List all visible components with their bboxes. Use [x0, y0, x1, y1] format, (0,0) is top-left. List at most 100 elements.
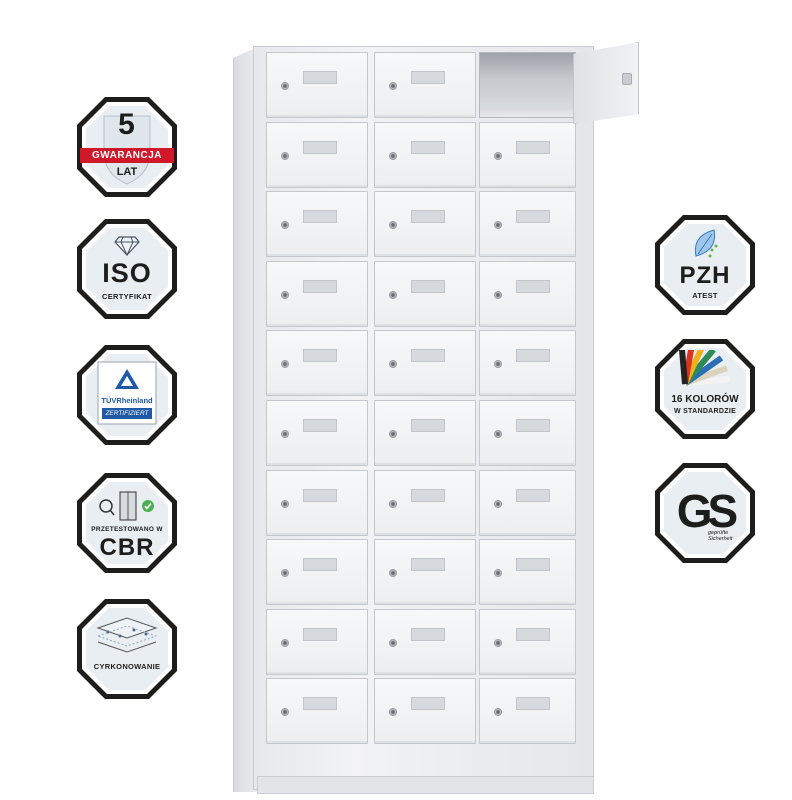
- locker-door[interactable]: [479, 539, 576, 606]
- locker-door[interactable]: [266, 539, 368, 606]
- keyhole-icon: [281, 499, 289, 508]
- colors-badge: 16 KOLORÓW W STANDARDZIE: [652, 336, 758, 442]
- tuv-triangle-icon: [115, 369, 139, 389]
- tuv-brand: TÜVRheinland: [101, 396, 153, 405]
- keyhole-icon: [494, 151, 502, 160]
- locker-door[interactable]: [266, 608, 368, 675]
- locker-door[interactable]: [374, 539, 476, 606]
- keyhole-icon: [281, 569, 289, 578]
- label-plate: [303, 71, 337, 84]
- locker-door[interactable]: [374, 400, 476, 466]
- label-plate: [411, 697, 445, 711]
- open-locker-door[interactable]: [573, 42, 639, 124]
- cbr-title: CBR: [99, 534, 155, 561]
- warranty-unit: LAT: [116, 166, 138, 178]
- locker-door[interactable]: [479, 191, 576, 258]
- keyhole-icon: [281, 151, 289, 160]
- keyhole-icon: [389, 151, 397, 160]
- keyhole-icon: [389, 569, 397, 578]
- keyhole-icon: [389, 360, 397, 369]
- keyhole-icon: [494, 638, 502, 647]
- label-plate: [303, 419, 337, 432]
- label-plate: [516, 558, 550, 572]
- keyhole-icon: [389, 708, 397, 717]
- pzh-subtitle: ATEST: [692, 291, 718, 300]
- locker-door[interactable]: [479, 260, 576, 327]
- label-plate: [411, 627, 445, 641]
- locker-door[interactable]: [374, 191, 476, 258]
- locker-door[interactable]: [479, 469, 576, 536]
- locker-door[interactable]: [266, 191, 368, 258]
- zinc-coating-badge: CYRKONOWANIE: [74, 596, 180, 702]
- warranty-badge: 5 GWARANCJA LAT: [74, 94, 180, 200]
- locker-door[interactable]: [266, 469, 368, 536]
- locker-door[interactable]: [374, 608, 476, 675]
- label-plate: [411, 419, 445, 432]
- label-plate: [516, 210, 550, 224]
- label-plate: [411, 279, 445, 293]
- leaf-dna-icon: [694, 229, 718, 258]
- iso-subtitle: CERTYFIKAT: [102, 292, 152, 301]
- gs-caption-line2: Sicherheit: [708, 536, 733, 542]
- label-plate: [516, 697, 550, 711]
- keyhole-icon: [281, 360, 289, 369]
- door-lock-icon: [622, 73, 632, 85]
- label-plate: [303, 697, 337, 711]
- keyhole-icon: [281, 430, 289, 438]
- color-swatch-icon: [678, 350, 731, 386]
- locker-cabinet: [233, 34, 639, 794]
- cabinet-plinth: [257, 776, 594, 794]
- label-plate: [411, 558, 445, 572]
- keyhole-icon: [494, 708, 502, 717]
- colors-caption: W STANDARDZIE: [673, 408, 737, 415]
- locker-door[interactable]: [266, 52, 368, 118]
- locker-door[interactable]: [374, 469, 476, 536]
- keyhole-icon: [494, 569, 502, 578]
- label-plate: [516, 140, 550, 154]
- locker-door[interactable]: [266, 260, 368, 327]
- label-plate: [411, 71, 445, 84]
- locker-door[interactable]: [479, 330, 576, 397]
- label-plate: [303, 627, 337, 641]
- locker-door[interactable]: [266, 678, 368, 745]
- label-plate: [303, 279, 337, 293]
- locker-door[interactable]: [266, 121, 368, 188]
- label-plate: [411, 488, 445, 502]
- keyhole-icon: [389, 290, 397, 299]
- warranty-years: 5: [118, 108, 136, 141]
- keyhole-icon: [389, 82, 397, 90]
- warranty-band: GWARANCJA: [80, 148, 174, 163]
- keyhole-icon: [281, 82, 289, 90]
- label-plate: [303, 558, 337, 572]
- tuv-badge: TÜVRheinland ZERTIFIZIERT: [74, 342, 180, 448]
- label-plate: [303, 488, 337, 502]
- label-plate: [516, 488, 550, 502]
- locker-door[interactable]: [266, 400, 368, 466]
- iso-title: ISO: [102, 258, 152, 288]
- locker-door[interactable]: [374, 260, 476, 327]
- keyhole-icon: [389, 638, 397, 647]
- gs-badge: GS geprüfte Sicherheit: [652, 460, 758, 566]
- label-plate: [303, 349, 337, 363]
- keyhole-icon: [494, 221, 502, 230]
- locker-door[interactable]: [374, 52, 476, 118]
- pzh-badge: PZH ATEST: [652, 212, 758, 318]
- locker-door[interactable]: [479, 400, 576, 466]
- locker-door[interactable]: [374, 121, 476, 188]
- label-plate: [516, 419, 550, 432]
- locker-door[interactable]: [479, 121, 576, 188]
- locker-door[interactable]: [266, 330, 368, 397]
- cbr-badge: PRZETESTOWANO W CBR: [74, 470, 180, 576]
- locker-door[interactable]: [374, 678, 476, 745]
- compartment-shelf: [480, 107, 575, 117]
- locker-door[interactable]: [479, 678, 576, 745]
- label-plate: [303, 210, 337, 224]
- keyhole-icon: [281, 290, 289, 299]
- gs-logo: GS: [676, 485, 738, 537]
- keyhole-icon: [494, 499, 502, 508]
- locker-door[interactable]: [374, 330, 476, 397]
- gs-caption-line1: geprüfte: [708, 530, 729, 536]
- label-plate: [411, 140, 445, 154]
- locker-door[interactable]: [479, 608, 576, 675]
- keyhole-icon: [281, 708, 289, 717]
